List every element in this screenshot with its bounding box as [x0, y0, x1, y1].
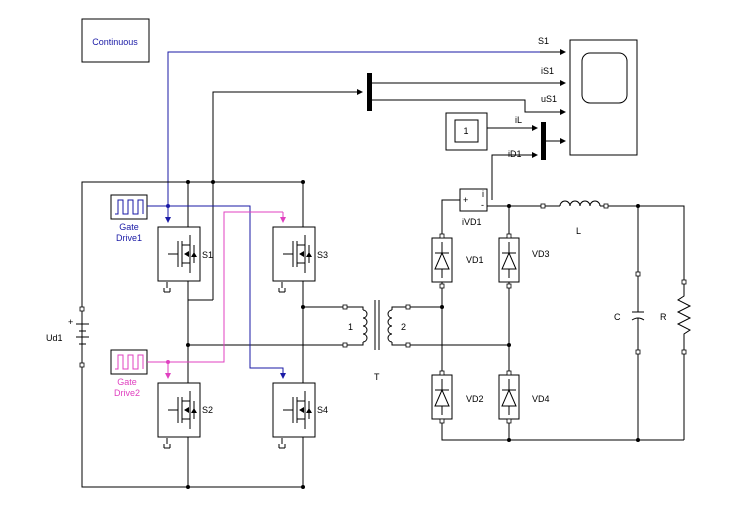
mosfet-s3[interactable] — [272, 226, 316, 282]
mux1-block[interactable] — [367, 73, 372, 111]
current-meter-label: iVD1 — [462, 217, 482, 227]
inductor-label: L — [576, 226, 581, 236]
diode-vd2-label: VD2 — [466, 394, 484, 404]
ground-s4 — [278, 437, 286, 449]
mosfet-s2[interactable] — [157, 382, 201, 438]
capacitor-c[interactable] — [631, 206, 645, 440]
mosfet-s2-label: S2 — [202, 405, 213, 415]
mosfet-s1-label: S1 — [202, 250, 213, 260]
current-meter-minus: - — [481, 200, 484, 210]
powergui-label: Continuous — [92, 37, 138, 47]
mosfet-s3-label: S3 — [317, 250, 328, 260]
resistor-label: R — [660, 312, 667, 322]
diode-vd4[interactable] — [498, 374, 520, 420]
inductor-l[interactable] — [545, 200, 685, 284]
ground-s3 — [278, 281, 286, 293]
diode-vd1-label: VD1 — [466, 255, 484, 265]
diode-vd4-label: VD4 — [532, 394, 550, 404]
gate-drive2-label-1: Gate — [117, 377, 137, 387]
signal-label-id1: iD1 — [508, 149, 522, 159]
current-meter-i: i — [482, 189, 484, 199]
dc-source-ud1[interactable] — [76, 323, 89, 345]
mosfet-s4[interactable] — [272, 382, 316, 438]
ground-s1 — [163, 281, 171, 293]
capacitor-label: C — [614, 312, 621, 322]
dc-source-plus: + — [68, 317, 73, 327]
port-markers — [79, 203, 687, 424]
ground-s2 — [163, 437, 171, 449]
signal-label-is1: iS1 — [541, 66, 554, 76]
signal-label-il: iL — [515, 115, 522, 125]
diode-vd1[interactable] — [431, 237, 453, 283]
transformer-primary: 1 — [348, 322, 353, 332]
mux2-block[interactable] — [541, 122, 546, 160]
transformer-secondary: 2 — [401, 322, 406, 332]
diode-vd3[interactable] — [498, 237, 520, 283]
gate-drive2-label-2: Drive2 — [114, 388, 140, 398]
transformer-label: T — [374, 372, 380, 382]
gate-drive1-block[interactable] — [110, 194, 148, 220]
diode-vd2[interactable] — [431, 374, 453, 420]
powergui-block[interactable]: Continuous — [81, 18, 150, 63]
constant-block[interactable]: 1 — [445, 112, 488, 151]
diode-vd3-label: VD3 — [532, 249, 550, 259]
gate-drive2-block[interactable] — [110, 349, 148, 375]
mosfet-s1[interactable] — [157, 226, 201, 282]
current-meter-plus: + — [463, 195, 468, 205]
signal-label-s1: S1 — [538, 36, 549, 46]
gate-drive1-label-2: Drive1 — [116, 233, 142, 243]
signal-label-us1: uS1 — [541, 94, 557, 104]
constant-value: 1 — [463, 126, 468, 136]
scope-block[interactable] — [569, 39, 638, 156]
resistor-r[interactable] — [676, 284, 692, 440]
gate-drive1-label-1: Gate — [119, 222, 139, 232]
transformer-t[interactable] — [355, 300, 400, 350]
dc-source-label: Ud1 — [46, 333, 63, 343]
mosfet-s4-label: S4 — [317, 405, 328, 415]
